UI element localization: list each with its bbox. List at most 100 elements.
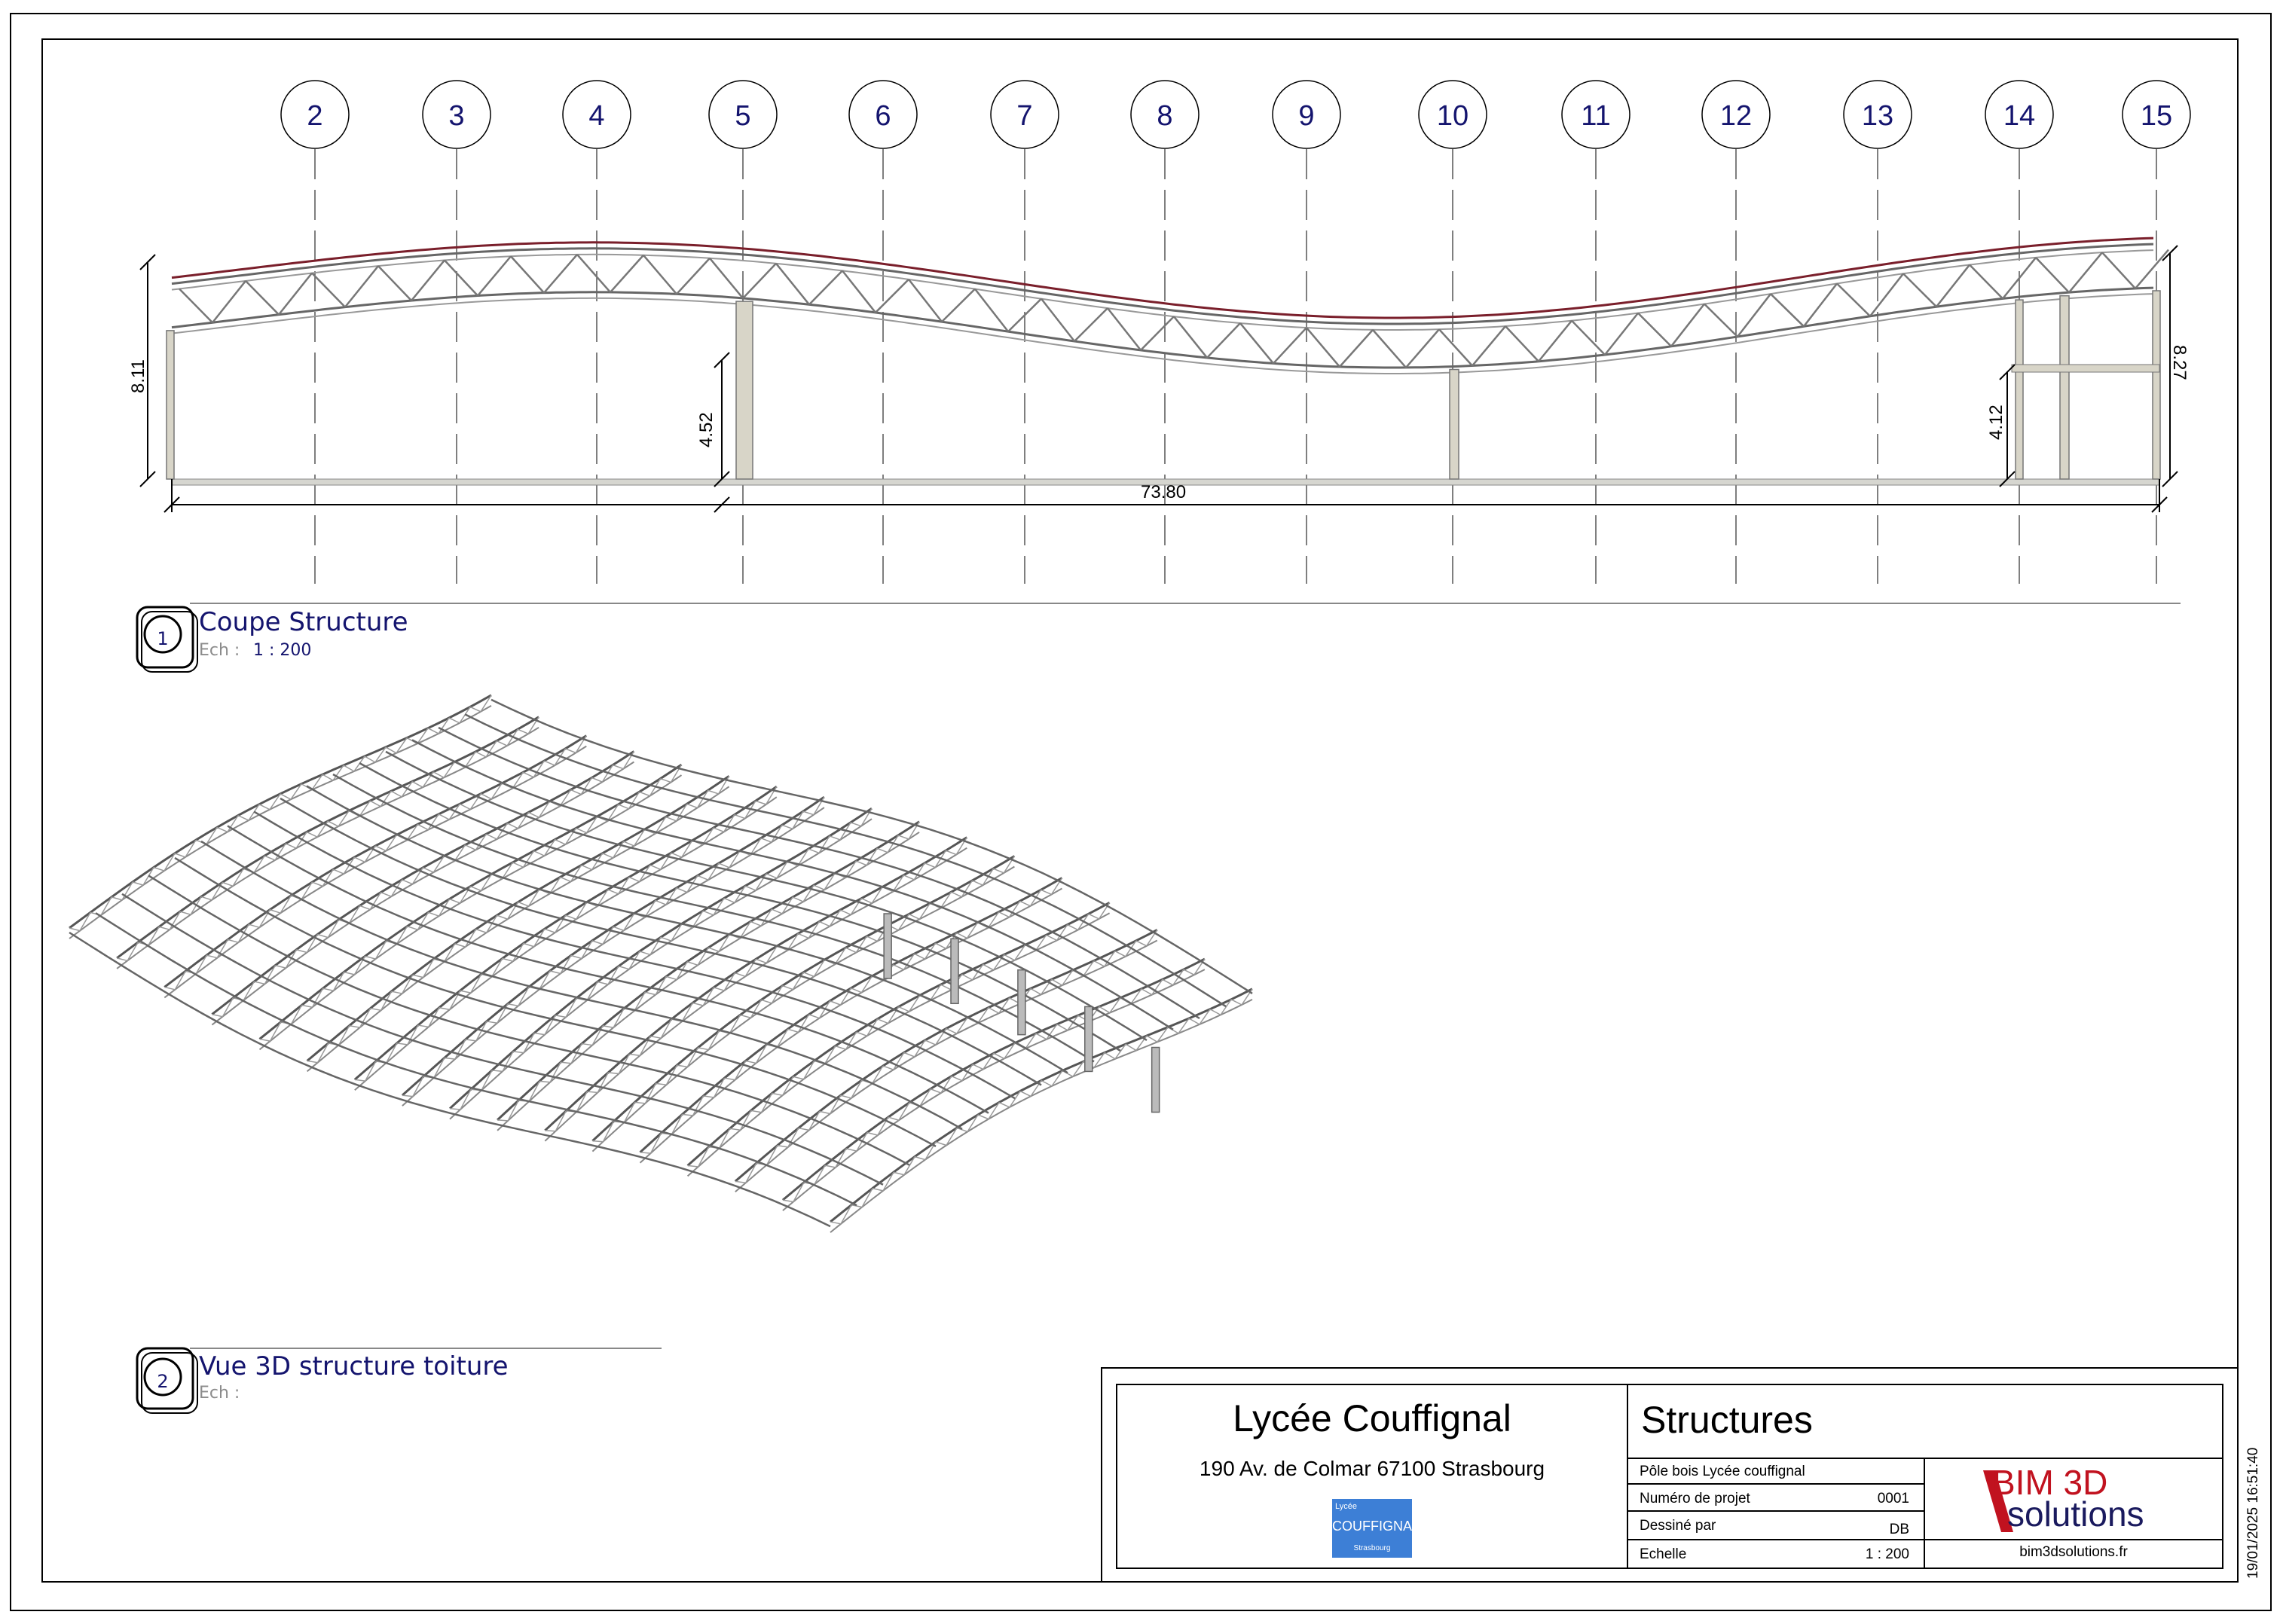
roof-truss-web [649,864,662,870]
lycee-logo-line2: COUFFIGNAL [1332,1519,1420,1534]
roof-truss-web [407,925,418,931]
roof-truss-web [677,1064,688,1068]
roof-truss-web [322,988,334,991]
roof-truss-web [692,1002,704,1006]
roof-truss-web [597,1072,609,1093]
truss-diagonal [974,288,1009,332]
view2-number: 2 [157,1371,169,1392]
roof-truss-web [561,1061,572,1064]
roof-truss-web [348,905,361,923]
top-chord-inner [171,249,2154,331]
roof-truss-web [840,1094,851,1099]
roof-truss-web [475,751,487,758]
company-logo-slash [1983,1470,2013,1532]
roof-truss-web [1230,999,1242,1006]
roof-truss-web [946,1127,958,1146]
truss-diagonal [875,279,909,313]
roof-truss-web [491,1070,503,1073]
truss-diagonal [2068,252,2103,293]
roof-truss-web [840,1204,852,1225]
roof-truss-web [464,929,477,948]
roof-truss-web [290,1005,303,1024]
roof-truss-web [924,862,936,868]
truss-diagonal [477,255,512,297]
roof-truss-web [855,936,868,953]
truss-diagonal [1869,273,1904,317]
roof-truss-web [993,954,1005,971]
roof-truss-web [845,1148,857,1152]
roof-truss-web [116,957,128,962]
roof-truss-web [412,1076,424,1097]
roof-truss-web [845,1031,857,1050]
roof-purlin [121,893,884,1186]
roof-truss-web [755,873,767,891]
roof-truss-web [760,838,772,843]
roof-truss-web [998,997,1010,1014]
roof-truss-web [681,840,693,858]
roof-truss-web [549,1061,561,1083]
roof-truss-web [772,1092,783,1096]
roof-truss-web [845,947,857,954]
roof-truss-web [396,737,408,754]
roof-truss-web [422,958,435,978]
grid-line-label: 11 [1581,100,1610,132]
roof-support-column [1151,1046,1160,1113]
roof-truss-top [211,750,635,1015]
grid-line-label: 4 [588,100,604,132]
scale-value: 1 : 200 [1865,1546,1909,1562]
roof-truss-web [782,1199,793,1203]
project-description: Pôle bois Lycée couffignal [1640,1464,1805,1479]
roof-truss-web [528,1081,540,1102]
roof-truss-web [660,1018,672,1039]
roof-truss-web [385,834,397,851]
roof-truss-bottom [830,999,1253,1233]
roof-truss-web [485,740,497,758]
truss-diagonal [643,254,677,295]
roof-truss-web [1114,1043,1126,1060]
dim-tick [1999,364,2016,380]
roof-truss-web [449,1107,461,1110]
roof-truss-web [344,971,355,975]
roof-truss-web [855,860,867,866]
roof-truss-web [237,814,249,821]
roof-truss-web [417,1024,429,1028]
roof-truss-web [1051,978,1063,986]
roof-truss-web [808,1014,820,1019]
roof-truss-web [866,936,878,942]
view1-number: 1 [157,628,169,649]
truss-diagonal [377,265,412,301]
truss-diagonal [411,259,445,301]
roof-truss-web [69,927,81,932]
roof-truss-web [423,867,434,873]
roof-truss-web [618,965,630,970]
roof-truss-web [316,1042,329,1064]
view1-ech-label: Ech : [199,641,240,660]
roof-truss-web [634,991,646,1012]
roof-truss-web [718,1128,731,1149]
truss-diagonal [1140,316,1175,351]
top-chord [171,243,2154,325]
roof-truss-web [776,1028,789,1048]
roof-truss-web [787,1028,799,1033]
roof-truss-web [475,928,487,933]
roof-truss-web [212,1013,223,1018]
roof-truss-web [402,879,413,885]
roof-truss-web [961,880,973,898]
roof-purlin [438,726,1200,1020]
roof-truss-web [739,920,751,939]
roof-truss-web [206,826,218,845]
roof-truss-web [793,1076,804,1080]
roof-truss-web [1114,950,1126,957]
roof-truss-web [227,815,239,832]
view2-ech-label: Ech : [199,1384,240,1403]
roof-truss-web [793,1182,805,1202]
roof-truss-web [1008,900,1021,917]
truss-diagonal [676,257,711,295]
roof-truss-web [682,1113,693,1116]
roof-truss-web [597,889,609,907]
truss-diagonal [1571,319,1606,356]
roof-truss-web [296,949,307,954]
roof-truss-web [956,1127,968,1133]
roof-truss-web [797,848,809,866]
dim-tick [714,352,730,368]
